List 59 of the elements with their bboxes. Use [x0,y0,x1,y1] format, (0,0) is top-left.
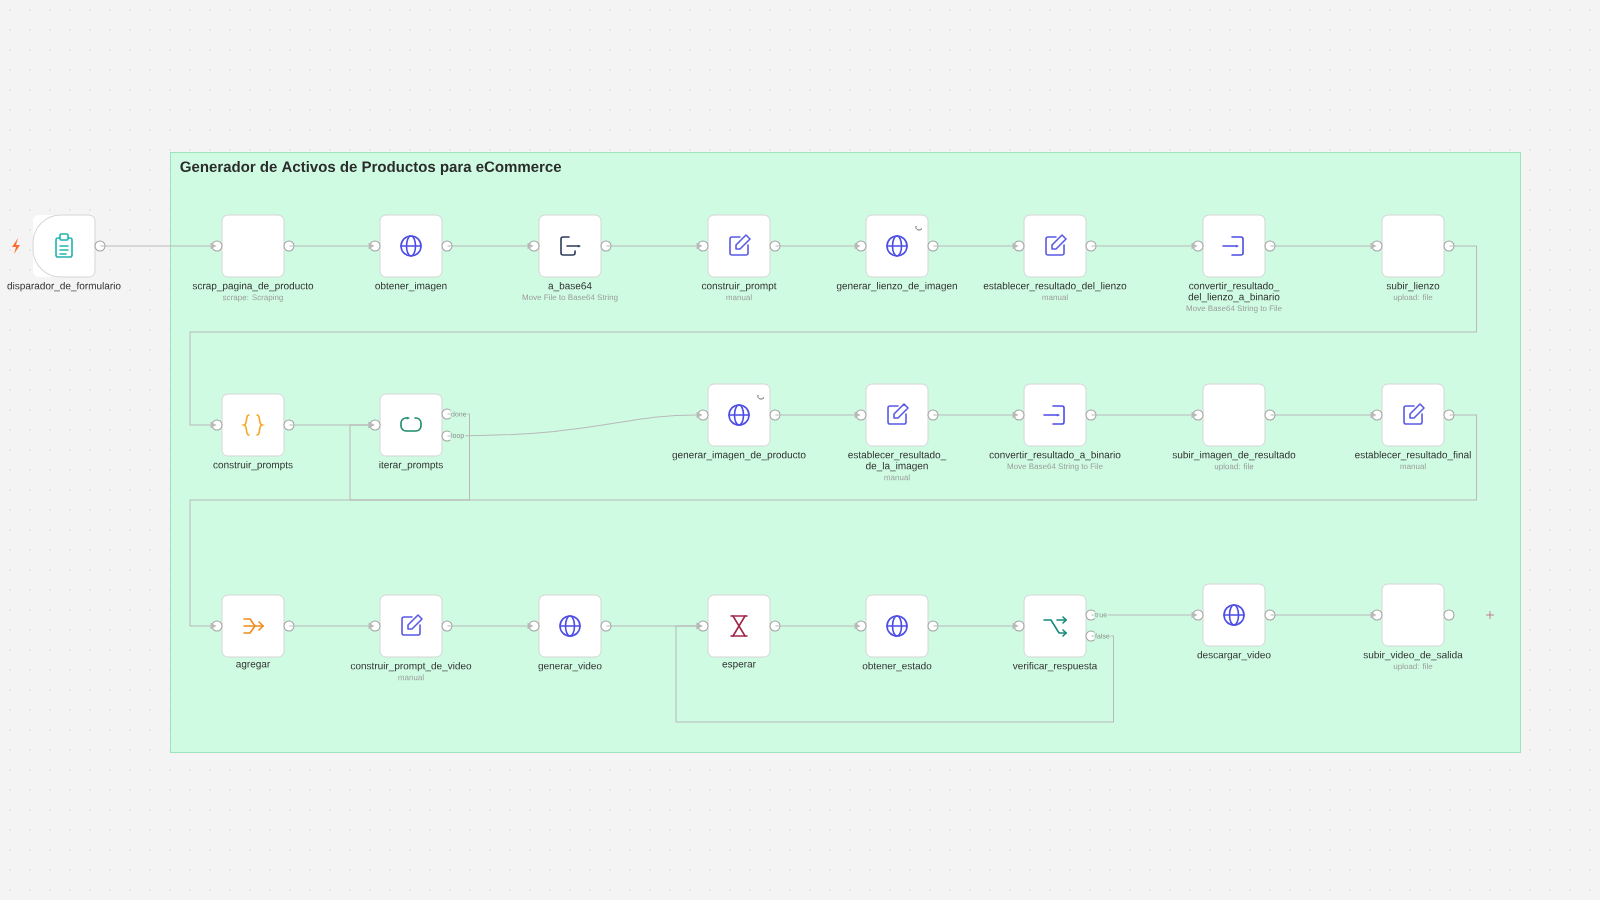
node-subtitle: manual [1042,294,1068,301]
connector [675,623,1114,723]
node-subtitle: Move Base64 String to File [1186,305,1282,313]
node-subtitle: Move Base64 String to File [1007,463,1103,471]
connector [1091,412,1197,418]
node-label: establecer_resultado_del_lienzo [983,282,1127,292]
node-label: construir_prompt [701,282,777,292]
node-label: convertir_resultado_a_binario [989,451,1121,461]
connector [606,243,702,249]
connector [289,623,374,629]
node-label: construir_prompts [213,461,293,471]
node-subtitle: upload: file [1393,294,1433,302]
connector [933,623,1018,629]
node-subtitle: upload: file [1214,463,1254,471]
connector [1270,612,1376,618]
connector [447,623,533,629]
node-label: generar_lienzo_de_imagen [836,282,957,292]
node-subtitle: manual [884,474,910,481]
node-label: esperar [722,662,756,670]
connector [1270,243,1376,249]
node-label: generar_imagen_de_producto [672,451,806,461]
node-label: scrap_pagina_de_producto [192,282,314,292]
node-label: construir_prompt_de_video [350,662,472,672]
node-subtitle: scrape: Scraping [222,294,283,302]
connector [447,412,702,437]
connector [1091,243,1197,249]
node-label: disparador_de_formulario [7,282,121,292]
connector [775,243,860,249]
node-label: subir_imagen_de_resultado [1172,451,1296,461]
connector [933,412,1018,418]
node-label: obtener_estado [862,662,932,672]
connector [189,245,1477,428]
connector [775,623,860,629]
connector [775,412,860,418]
node-subtitle: Move File to Base64 String [522,294,618,302]
connector [349,414,1477,501]
connector [1091,612,1197,618]
node-label: obtener_imagen [375,282,447,292]
node-label: establecer_resultado_de_la_imagen [848,451,947,472]
node-label: convertir_resultado_del_lienzo_a_binario [1188,282,1280,303]
node-label: iterar_prompts [379,461,443,471]
node-label: a_base64 [548,282,592,292]
connector [933,243,1018,249]
connector [1270,412,1376,418]
node-label: establecer_resultado_final [1355,451,1471,461]
connector [447,243,533,249]
node-label: subir_lienzo [1386,282,1440,292]
node-label: descargar_video [1197,651,1271,661]
node-subtitle: upload: file [1393,663,1433,671]
connector [289,243,374,249]
node-label: agregar [236,662,271,670]
node-subtitle: manual [1400,463,1426,470]
node-label: subir_video_de_salida [1363,651,1463,661]
connector [189,413,470,629]
node-label: generar_video [538,662,602,672]
node-label: verificar_respuesta [1012,662,1098,672]
connector [100,243,216,249]
node-subtitle: manual [398,674,424,681]
node-subtitle: manual [726,294,752,301]
